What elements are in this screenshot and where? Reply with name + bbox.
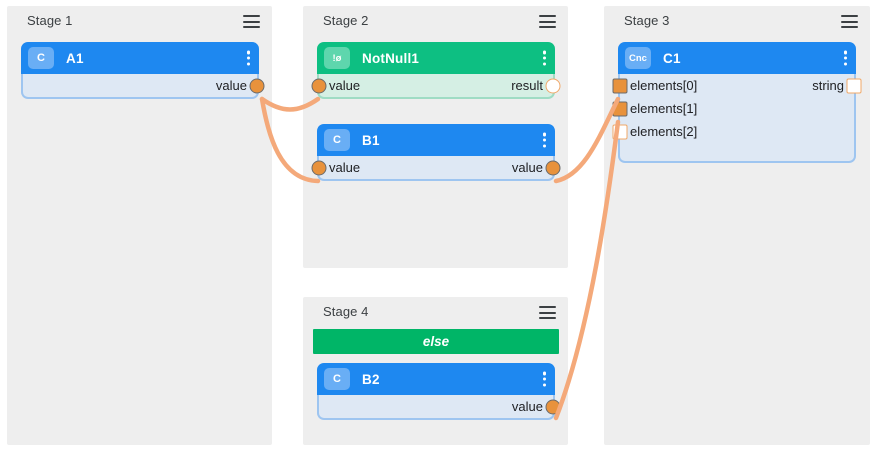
port-label-in: value: [329, 160, 361, 175]
node-body: value: [21, 74, 265, 99]
port-label-out: result: [511, 78, 543, 93]
port-label-in: elements[2]: [630, 124, 698, 139]
node-body: elements[0] string elements[1] elements[…: [612, 74, 862, 163]
kebab-menu-icon[interactable]: [843, 50, 847, 66]
node-row: elements[0] string: [612, 74, 862, 97]
node-body: value: [317, 395, 561, 420]
node-row: value result: [311, 74, 561, 97]
kebab-menu-icon[interactable]: [542, 50, 546, 66]
node-a1[interactable]: C A1 value: [21, 42, 265, 99]
kebab-menu-icon[interactable]: [246, 50, 250, 66]
node-badge: !ø: [324, 47, 350, 69]
node-row: elements[2]: [612, 120, 854, 143]
hamburger-icon[interactable]: [841, 15, 858, 28]
hamburger-icon[interactable]: [539, 15, 556, 28]
node-title: A1: [66, 50, 84, 66]
node-b2[interactable]: C B2 value: [317, 363, 561, 420]
kebab-menu-icon[interactable]: [542, 371, 546, 387]
node-header[interactable]: C B1: [317, 124, 555, 156]
node-notnull1[interactable]: !ø NotNull1 value result: [311, 42, 561, 99]
stage-title: Stage 2: [323, 13, 369, 28]
node-header[interactable]: C B2: [317, 363, 555, 395]
port-label-in: elements[0]: [630, 78, 698, 93]
input-port-elements-0[interactable]: [612, 78, 628, 93]
port-label-out: value: [511, 399, 543, 414]
node-title: B2: [362, 371, 380, 387]
node-badge: Cnc: [625, 47, 651, 69]
port-label-out: value: [215, 78, 247, 93]
node-row: value value: [311, 156, 561, 179]
output-port-value[interactable]: [249, 78, 265, 93]
stage-title: Stage 4: [323, 304, 369, 319]
node-row: value: [319, 395, 561, 418]
port-label-in: value: [329, 78, 361, 93]
port-label-out: value: [511, 160, 543, 175]
port-label-out: string: [812, 78, 844, 93]
output-port-string[interactable]: [846, 78, 862, 93]
port-label-in: elements[1]: [630, 101, 698, 116]
node-badge: C: [324, 129, 350, 151]
input-port-value[interactable]: [311, 78, 327, 93]
else-banner: else: [313, 329, 559, 354]
node-body: value value: [311, 156, 561, 181]
node-title: B1: [362, 132, 380, 148]
node-body: value result: [311, 74, 561, 99]
node-header[interactable]: !ø NotNull1: [317, 42, 555, 74]
node-row: elements[1]: [612, 97, 854, 120]
output-port-value[interactable]: [545, 399, 561, 414]
stage-panel-3[interactable]: Stage 3 Cnc C1 elements[0] string: [604, 6, 870, 445]
node-c1[interactable]: Cnc C1 elements[0] string elements[1] el: [612, 42, 862, 163]
stage-panel-1[interactable]: Stage 1 C A1 value: [7, 6, 272, 445]
stage-panel-2[interactable]: Stage 2 !ø NotNull1 value result: [303, 6, 568, 268]
node-body-spacer: [620, 143, 854, 161]
stage-header-4: Stage 4: [303, 297, 568, 327]
node-header[interactable]: Cnc C1: [618, 42, 856, 74]
stage-header-2: Stage 2: [303, 6, 568, 36]
node-title: C1: [663, 50, 681, 66]
stage-header-3: Stage 3: [604, 6, 870, 36]
node-header[interactable]: C A1: [21, 42, 259, 74]
input-port-elements-2[interactable]: [612, 124, 628, 139]
hamburger-icon[interactable]: [539, 306, 556, 319]
stage-panel-4[interactable]: Stage 4 else C B2 value: [303, 297, 568, 445]
stage-title: Stage 1: [27, 13, 73, 28]
node-badge: C: [324, 368, 350, 390]
node-badge: C: [28, 47, 54, 69]
output-port-value[interactable]: [545, 160, 561, 175]
kebab-menu-icon[interactable]: [542, 132, 546, 148]
stage-title: Stage 3: [624, 13, 670, 28]
node-title: NotNull1: [362, 50, 420, 66]
node-row: value: [23, 74, 265, 97]
stage-header-1: Stage 1: [7, 6, 272, 36]
output-port-result[interactable]: [545, 78, 561, 93]
input-port-value[interactable]: [311, 160, 327, 175]
hamburger-icon[interactable]: [243, 15, 260, 28]
node-b1[interactable]: C B1 value value: [311, 124, 561, 181]
input-port-elements-1[interactable]: [612, 101, 628, 116]
